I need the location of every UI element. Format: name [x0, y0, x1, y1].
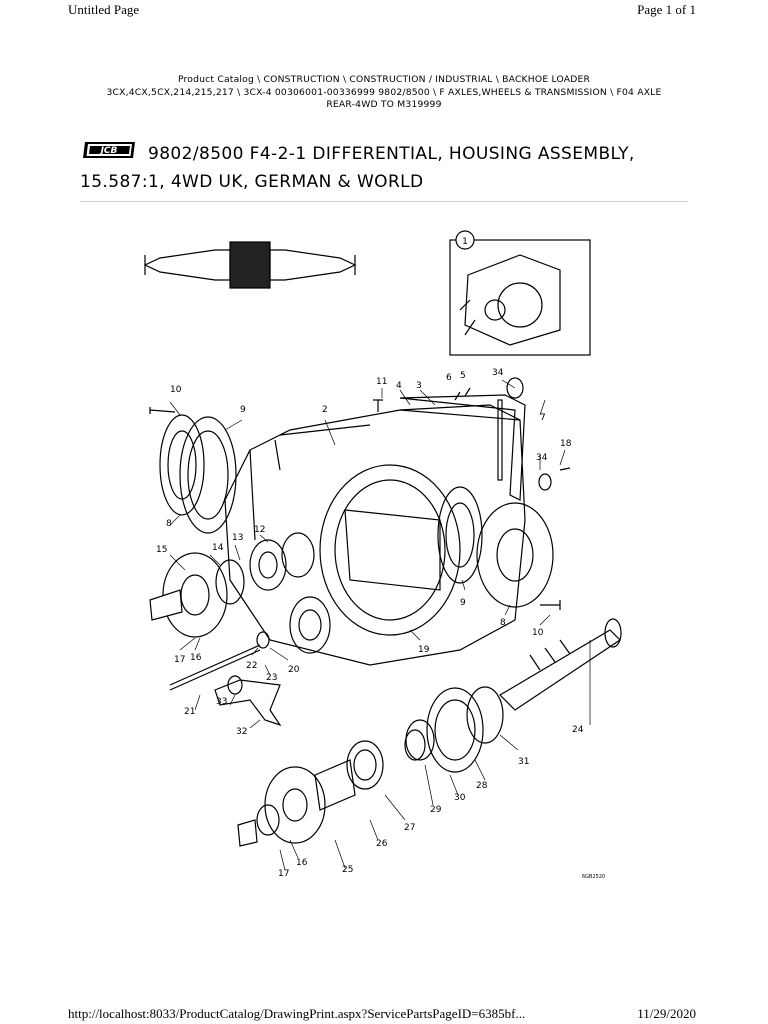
drawing-code: 6GB2520: [582, 874, 605, 880]
page-title: Untitled Page: [68, 2, 140, 17]
flange-left: [149, 552, 245, 638]
breadcrumb-line-2[interactable]: 3CX,4CX,5CX,214,215,217 \ 3CX-4 00306001…: [106, 86, 662, 98]
callout: 19: [418, 645, 430, 655]
callout: 33: [216, 697, 227, 707]
callout: 9: [460, 598, 466, 608]
callout: 14: [212, 543, 224, 553]
callout: 27: [404, 823, 415, 833]
callout: 7: [540, 413, 546, 423]
callout: 9: [240, 405, 246, 415]
lower-output-assembly: [237, 740, 384, 847]
callout: 15: [156, 545, 167, 555]
callout: 17: [278, 869, 289, 879]
print-date: 11/29/2020: [637, 1006, 696, 1021]
callout: 30: [454, 793, 466, 803]
bolts: [149, 377, 571, 610]
print-header: Untitled Page Page 1 of 1: [0, 0, 768, 20]
shift-fork-assembly: [169, 631, 282, 727]
callout: 16: [296, 858, 308, 868]
callout: 16: [190, 653, 202, 663]
breadcrumb-line-3[interactable]: REAR-4WD TO M319999: [326, 99, 442, 110]
callout: 31: [518, 757, 529, 767]
callout-numbers: 10 9 2 11 4 3 6 5 34 7 18 34 8 12 13 14 …: [156, 368, 605, 880]
flange-right: [437, 486, 554, 608]
callout: 10: [532, 628, 544, 638]
axle-overview-sketch: [143, 241, 357, 289]
callout: 6: [446, 373, 452, 383]
callout: 22: [246, 661, 257, 671]
callout: 34: [492, 368, 504, 378]
cover-plate: [399, 394, 526, 501]
splined-shaft: [499, 618, 622, 711]
inset-label: 1: [462, 237, 468, 247]
callout: 3: [416, 381, 422, 391]
seal-rings-left: [159, 414, 237, 534]
callout: 13: [232, 533, 243, 543]
differential-housing: [224, 404, 526, 666]
callout: 8: [500, 618, 506, 628]
callout: 4: [396, 381, 402, 391]
callout: 20: [288, 665, 300, 675]
callout: 23: [266, 673, 277, 683]
breadcrumb-line-1[interactable]: Product Catalog \ CONSTRUCTION \ CONSTRU…: [177, 74, 591, 85]
jcb-logo: JCB: [83, 142, 135, 158]
assembly-title: 9802/8500 F4-2-1 DIFFERENTIAL, HOUSING A…: [80, 144, 635, 192]
inset-housing-view: 1: [449, 230, 591, 356]
drive-gear: [404, 686, 504, 773]
callout: 28: [476, 781, 488, 791]
page-count: Page 1 of 1: [637, 2, 696, 17]
callout: 2: [322, 405, 328, 415]
title-block: JCB 9802/8500 F4-2-1 DIFFERENTIAL, HOUSI…: [80, 134, 690, 204]
bearings-left: [249, 532, 331, 654]
callout: 8: [166, 519, 172, 529]
title-divider: [80, 201, 688, 202]
callout: 24: [572, 725, 584, 735]
callout: 5: [460, 371, 466, 381]
callout: 34: [536, 453, 548, 463]
callout: 12: [254, 525, 265, 535]
callout: 10: [170, 385, 182, 395]
breadcrumb: Product Catalog \ CONSTRUCTION \ CONSTRU…: [80, 74, 688, 112]
page-url: http://localhost:8033/ProductCatalog/Dra…: [68, 1006, 526, 1021]
callout: 17: [174, 655, 185, 665]
callout: 18: [560, 439, 572, 449]
callout: 21: [184, 707, 195, 717]
callout: 29: [430, 805, 442, 815]
callout: 26: [376, 839, 388, 849]
exploded-parts-drawing: 1: [143, 230, 622, 880]
logo-text: JCB: [99, 146, 118, 156]
callout: 25: [342, 865, 353, 875]
callout: 11: [376, 377, 387, 387]
leader-lines: [169, 379, 591, 871]
callout: 32: [236, 727, 247, 737]
